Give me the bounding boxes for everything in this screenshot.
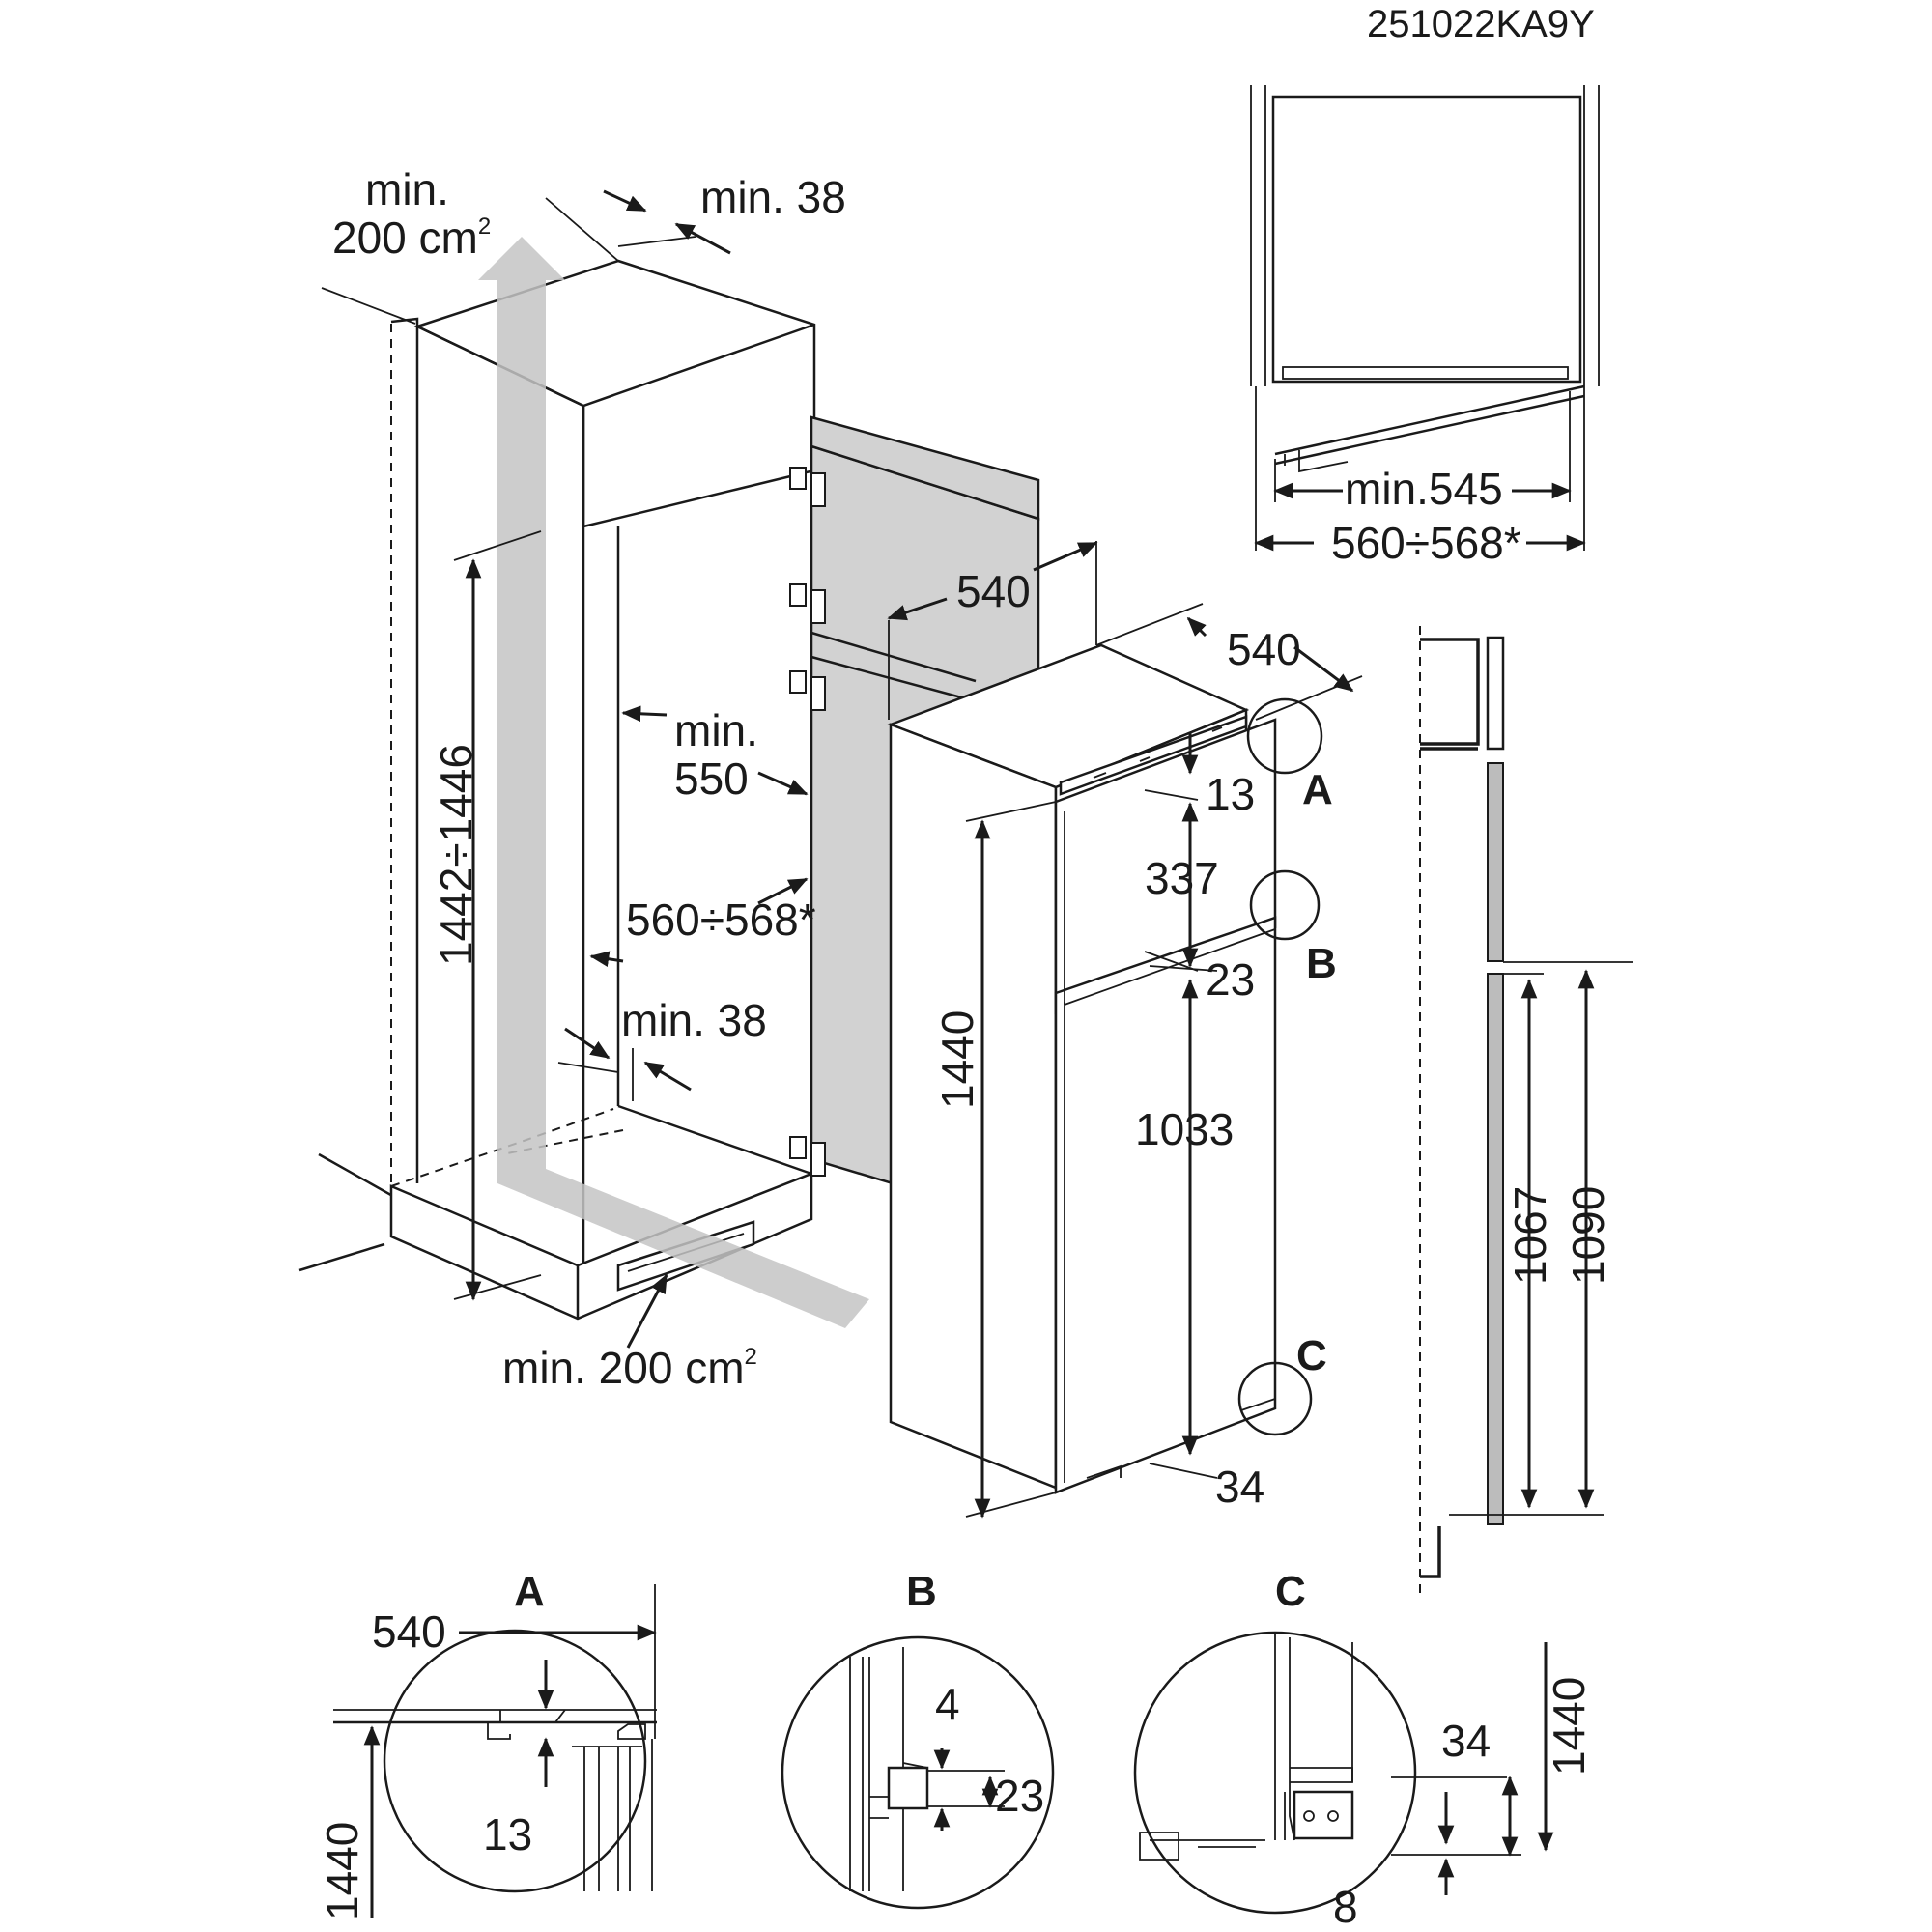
appliance-width-label: 540 [956,566,1031,616]
drawing-code: 251022KA9Y [1367,3,1595,45]
side-1090-label: 1090 [1563,1186,1613,1285]
detail-b [781,1635,1055,1910]
vent-bottom-label: min. 200 cm2 [502,1343,757,1393]
side-section [1419,626,1633,1599]
callout-c-label: C [1296,1332,1327,1379]
detail-c-gap-label: 8 [1333,1882,1358,1932]
niche-width-label: 560÷568* [626,895,816,945]
hinge-icon [789,583,826,624]
detail-a-height-label: 1440 [317,1822,367,1920]
detail-a-gap-label: 13 [483,1809,532,1860]
airflow-arrow [478,237,869,1328]
gap-top-label: 13 [1206,769,1255,819]
callout-circle-c [1237,1361,1313,1436]
top-gap-label: min. 38 [700,172,846,222]
hinge-icon [789,1136,826,1177]
callout-b-label: B [1306,940,1337,987]
callout-circle-a [1246,697,1323,775]
plan-view [1250,85,1600,552]
hinge-icon [789,467,826,507]
hinge-icon [789,670,826,711]
detail-c-height-label: 1440 [1544,1677,1594,1776]
detail-c-title: C [1275,1568,1306,1615]
upper-door-label: 337 [1145,853,1219,903]
cabinet-niche [298,197,869,1328]
detail-c-offset-label: 34 [1441,1716,1491,1766]
detail-b-offset-label: 23 [995,1771,1044,1821]
callout-a-label: A [1302,766,1333,813]
plan-min-label: min.545 [1345,464,1503,514]
detail-a [333,1584,657,1918]
detail-b-gap-label: 4 [935,1679,960,1729]
detail-c [1133,1631,1554,1915]
bottom-gap-label: min. 38 [621,995,767,1045]
appliance [887,643,1277,1494]
niche-height-label: 1442÷1446 [431,744,481,966]
main-dimensions [453,189,1363,1519]
depth-min-label-line2: 550 [674,753,749,804]
vent-top-label-line1: min. [365,164,449,214]
detail-b-title: B [906,1568,937,1615]
callout-circle-b [1249,869,1321,941]
lower-door-label: 1033 [1135,1104,1234,1154]
plan-range-label: 560÷568* [1331,518,1521,568]
appliance-depth-label: 540 [1227,624,1301,674]
gap-bottom-label: 34 [1215,1462,1264,1512]
depth-min-label-line1: min. [674,705,758,755]
detail-a-title: A [514,1568,545,1615]
gap-middle-label: 23 [1206,954,1255,1005]
side-1067-label: 1067 [1505,1186,1555,1285]
appliance-height-label: 1440 [932,1010,982,1109]
vent-top-label-line2: 200 cm2 [332,213,491,263]
detail-a-width-label: 540 [372,1606,446,1657]
